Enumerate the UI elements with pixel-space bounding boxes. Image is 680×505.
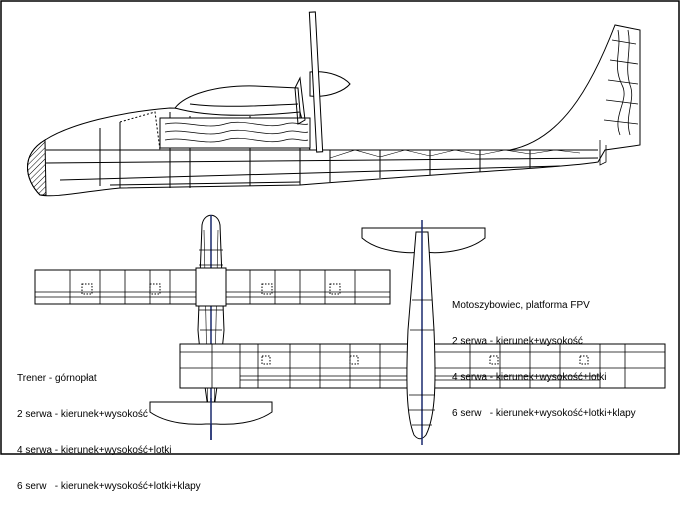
trainer-wing-center [195,267,227,307]
side-wing-root [159,117,311,149]
trainer-note: Trener - górnopłat 2 serwa - kierunek+wy… [17,349,201,505]
fpv-top-view [179,220,666,445]
trainer-note-line: 4 serwa - kierunek+wysokość+lotki [17,445,172,456]
fpv-wing-ribs [211,344,626,388]
side-fuselage-outline [27,24,641,197]
side-view [27,11,641,197]
drawing-sheet [0,0,680,455]
side-longeron-mid [45,157,599,164]
sheet-frame [0,0,680,455]
drawing-canvas [0,0,680,455]
side-nose-hatch [27,139,47,196]
fpv-note: Motoszybowiec, platforma FPV 2 serwa - k… [452,276,636,432]
side-longeron-bottom [109,181,301,186]
trainer-servo-right-2 [329,283,341,295]
side-motor-pod-stripe [189,103,299,107]
side-propeller [308,11,324,153]
side-longeron-lower [59,165,561,181]
trainer-servo-left [81,283,93,295]
fpv-note-line: 6 serw - kierunek+wysokość+lotki+klapy [452,408,636,419]
trainer-wing-ribs [69,270,356,304]
fpv-note-line: 2 serwa - kierunek+wysokość [452,336,583,347]
side-bracing [329,149,581,159]
trainer-note-line: 2 serwa - kierunek+wysokość [17,409,148,420]
side-spinner [309,71,351,97]
fpv-note-line: 4 serwa - kierunek+wysokość+lotki [452,372,607,383]
fpv-fuselage [406,231,436,440]
side-fin-structure [599,29,639,166]
side-motor-pylon [294,76,306,125]
trainer-servo-left-2 [149,283,161,295]
fpv-note-title: Motoszybowiec, platforma FPV [452,300,590,311]
side-motor-pod [174,85,301,116]
trainer-servo-right [261,283,273,295]
trainer-note-title: Trener - górnopłat [17,373,97,384]
trainer-note-line: 6 serw - kierunek+wysokość+lotki+klapy [17,481,201,492]
side-canopy-dashed [119,111,161,151]
